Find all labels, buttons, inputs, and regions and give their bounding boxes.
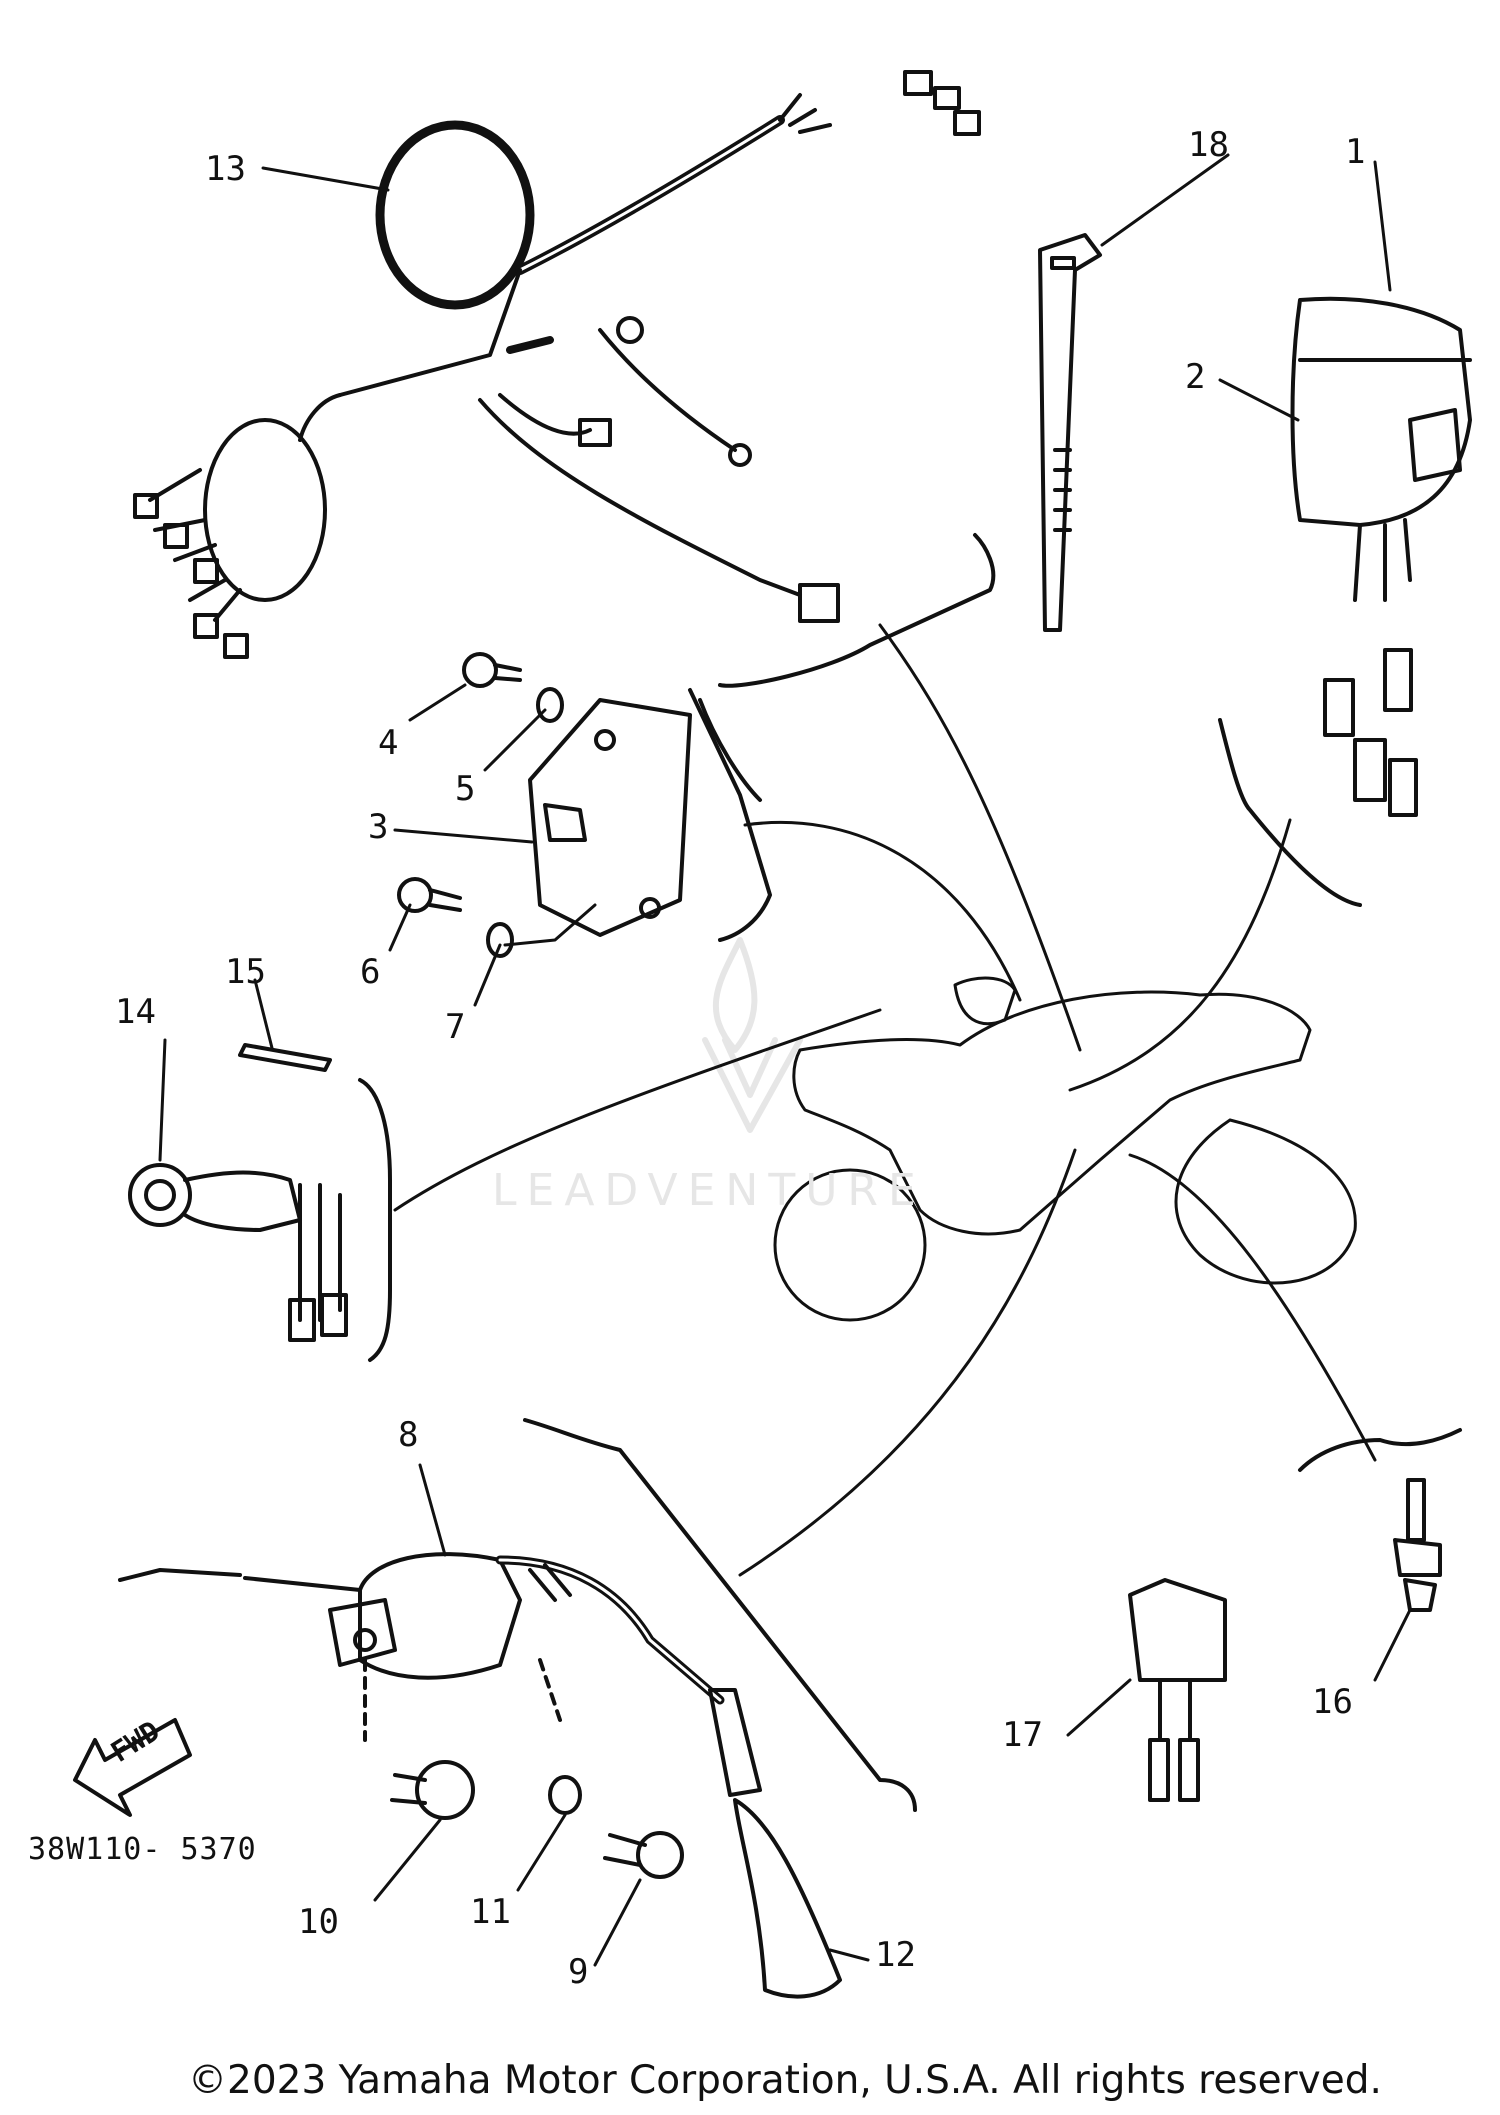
callout-7: 7 (445, 1007, 466, 1047)
washer-5 (536, 687, 564, 723)
washer-7 (486, 922, 514, 958)
callout-9: 9 (568, 1952, 589, 1992)
callout-15: 15 (225, 952, 266, 992)
callout-13: 13 (205, 149, 246, 189)
callout-12: 12 (875, 1935, 916, 1975)
callout-17: 17 (1002, 1715, 1043, 1755)
cable-strap-18 (1038, 233, 1102, 632)
callout-18: 18 (1188, 125, 1229, 165)
callout-6: 6 (360, 952, 381, 992)
group-brackets (358, 533, 1462, 1812)
wire-harness-13 (133, 70, 981, 659)
callout-2: 2 (1185, 357, 1206, 397)
callout-10: 10 (298, 1902, 339, 1942)
fwd-arrow-icon (73, 1718, 192, 1817)
bolt-6 (397, 877, 462, 913)
washer-11 (548, 1775, 582, 1815)
routing-lines (393, 623, 1377, 1577)
callout-8: 8 (398, 1415, 419, 1455)
leader-lines (158, 153, 1412, 1967)
callout-11: 11 (470, 1892, 511, 1932)
copyright-notice: ©2023 Yamaha Motor Corporation, U.S.A. A… (188, 2058, 1382, 2103)
ignition-coil-8 (118, 1552, 725, 1742)
bolt-10 (390, 1760, 475, 1820)
cdi-unit-3 (528, 698, 692, 937)
callout-16: 16 (1312, 1682, 1353, 1722)
part-code: 38W110- 5370 (28, 1832, 257, 1867)
callout-14: 14 (115, 992, 156, 1032)
callout-1: 1 (1345, 132, 1366, 172)
label-15 (238, 1043, 332, 1072)
relay-17 (1128, 1578, 1227, 1802)
watermark-logo (702, 937, 803, 1133)
bolt-9 (603, 1831, 684, 1879)
plug-cap-12 (708, 1688, 842, 1999)
motorcycle-silhouette (773, 976, 1357, 1322)
sensor-16 (1393, 1478, 1442, 1612)
callout-5: 5 (455, 769, 476, 809)
plug-cap-14 (128, 1163, 348, 1342)
switch-assembly-1-2 (1290, 296, 1472, 817)
callout-3: 3 (368, 807, 389, 847)
watermark-text: LEADVENTURE (492, 1165, 926, 1216)
bolt-4 (462, 652, 522, 688)
callout-4: 4 (378, 723, 399, 763)
